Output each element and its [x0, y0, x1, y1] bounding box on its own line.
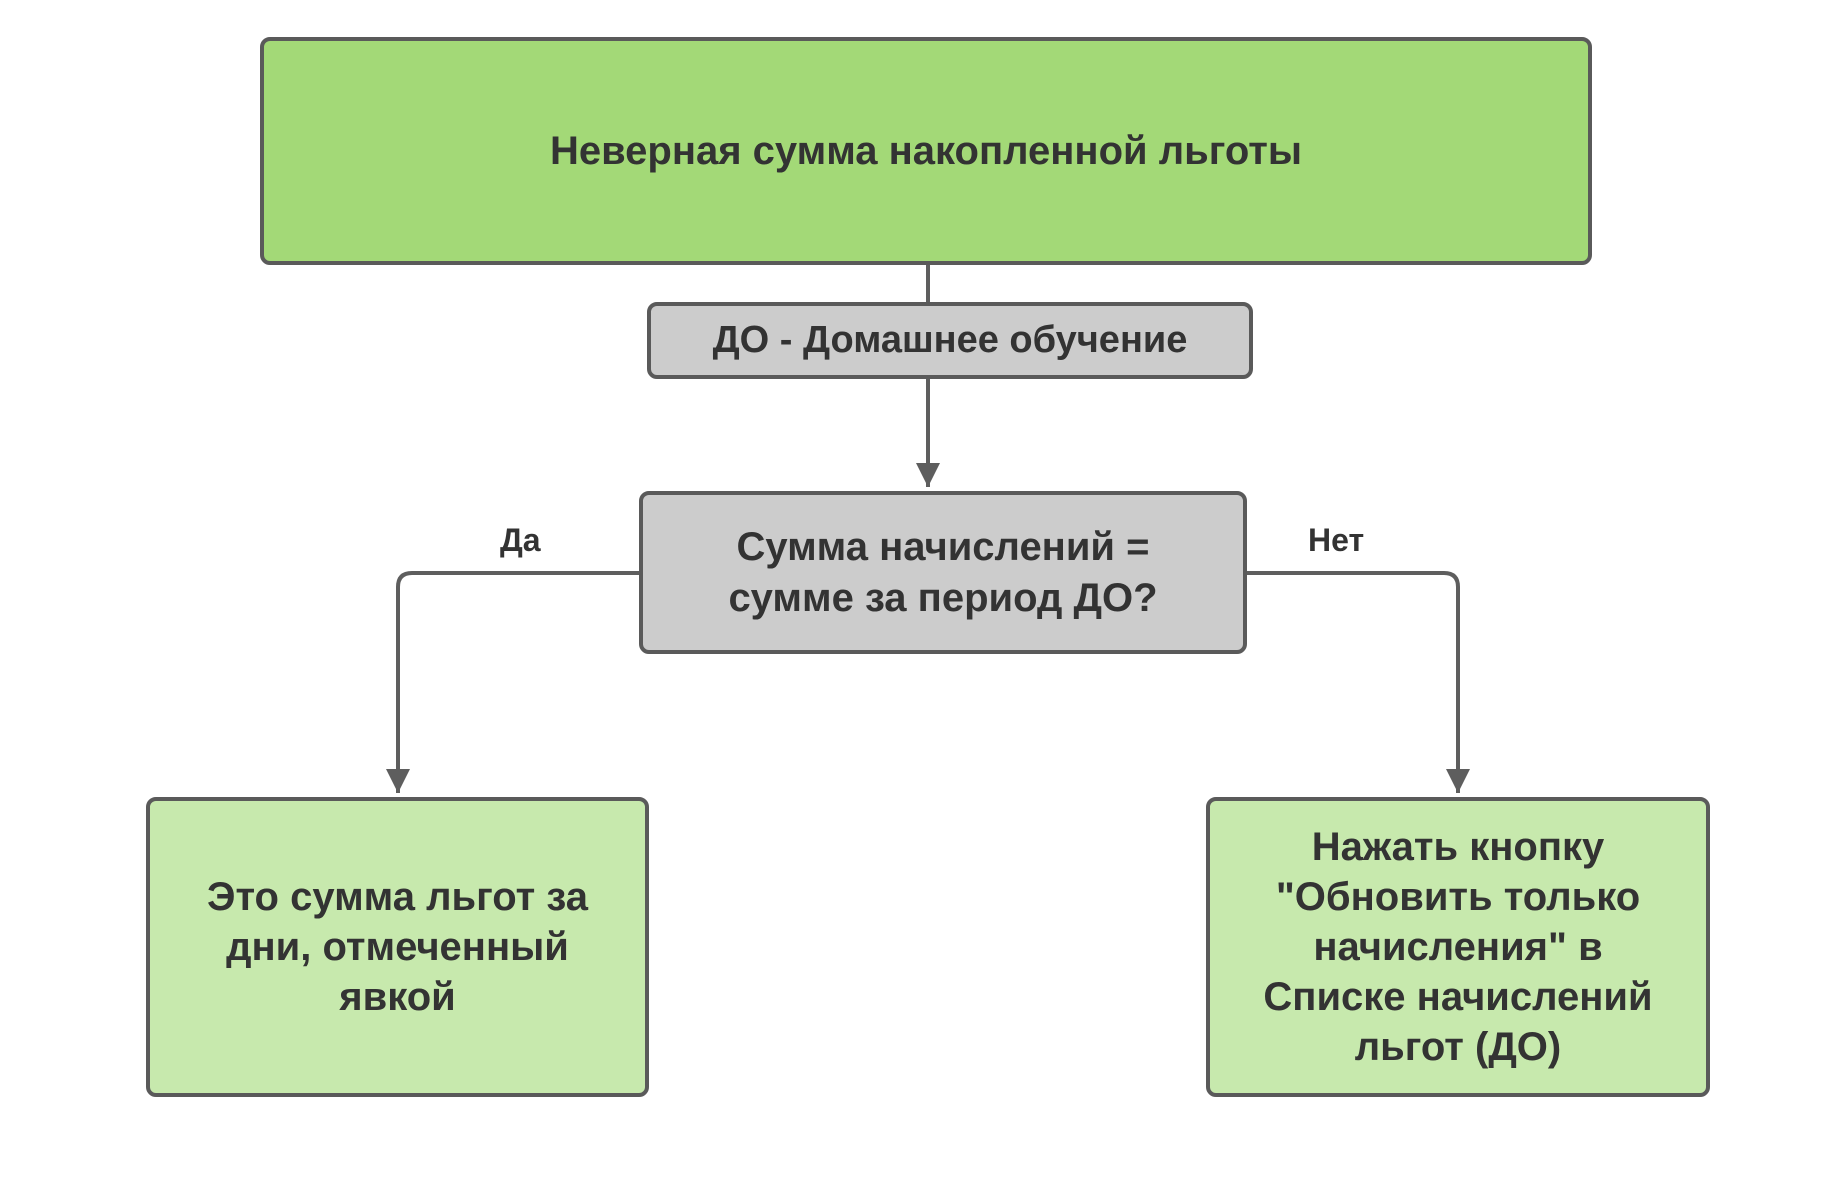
decision-node-text: Сумма начислений = сумме за период ДО?	[728, 524, 1158, 620]
subtitle-node-text: ДО - Домашнее обучение	[712, 319, 1188, 361]
root-node: Неверная сумма накопленной льготы	[260, 37, 1592, 265]
decision-node: Сумма начислений = сумме за период ДО?	[639, 491, 1247, 654]
yes-result-node-text: Это сумма льгот за дни, отмеченный явкой	[207, 875, 588, 1019]
no-result-node: Нажать кнопку "Обновить только начислени…	[1206, 797, 1710, 1097]
connector-decision-no	[1247, 571, 1470, 793]
connector-decision-yes	[386, 571, 639, 793]
no-result-node-text: Нажать кнопку "Обновить только начислени…	[1263, 825, 1653, 1069]
branch-label-no: Нет	[1308, 522, 1365, 558]
yes-result-node: Это сумма льгот за дни, отмеченный явкой	[146, 797, 649, 1097]
subtitle-node: ДО - Домашнее обучение	[647, 302, 1253, 379]
root-node-text: Неверная сумма накопленной льготы	[549, 128, 1303, 173]
branch-label-yes: Да	[500, 522, 541, 558]
